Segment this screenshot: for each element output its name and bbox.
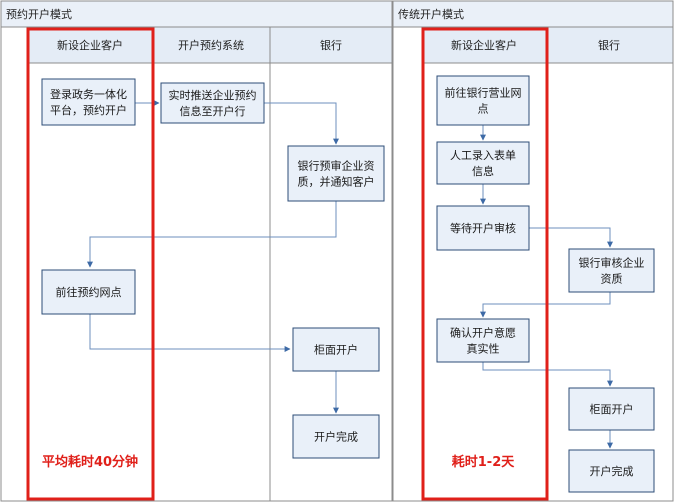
traditional-lane-bank: 银行 [598, 38, 620, 52]
appointment-step-bank-review-text: 银行预审企业资质，并通知客户 [298, 159, 375, 189]
appointment-customer-highlight [26, 27, 155, 501]
traditional-step-goto-bank-text: 前往银行营业网点 [445, 86, 522, 116]
traditional-step-counter: 柜面开户 [568, 387, 655, 431]
traditional-step-wait-review-text: 等待开户审核 [450, 221, 516, 235]
step-label-line: 银行预审企业资 [298, 159, 375, 173]
step-label-line: 登录政务一体化 [50, 87, 127, 101]
traditional-panel-title: 传统开户模式 [398, 7, 464, 21]
traditional-step-done: 开户完成 [568, 449, 655, 493]
step-label-line: 柜面开户 [314, 343, 358, 357]
step-label-line: 前往预约网点 [56, 285, 122, 299]
step-label-line: 前往银行营业网 [445, 86, 522, 100]
traditional-step-confirm: 确认开户意愿真实性 [436, 318, 530, 363]
traditional-step-bank-review: 银行审核企业资质 [568, 248, 655, 293]
traditional-panel-header [392, 0, 674, 28]
appointment-step-login-text: 登录政务一体化平台，预约开户 [50, 87, 127, 117]
traditional-step-counter-text: 柜面开户 [590, 402, 634, 416]
appointment-panel-title: 预约开户模式 [6, 7, 72, 21]
arrow-push-to-review [264, 102, 339, 145]
traditional-step-bank-review-text: 银行审核企业资质 [579, 256, 645, 286]
appointment-step-done-text: 开户完成 [314, 430, 358, 444]
traditional-step-wait-review: 等待开户审核 [436, 205, 530, 251]
appointment-step-counter: 柜面开户 [292, 327, 380, 372]
traditional-step-confirm-text: 确认开户意愿真实性 [450, 326, 516, 356]
appointment-step-bank-review: 银行预审企业资质，并通知客户 [287, 145, 385, 202]
appointment-panel-header [0, 0, 393, 28]
arrow-branch-to-counter [89, 314, 291, 352]
appointment-lane-customer: 新设企业客户 [57, 38, 123, 52]
arrow-review-to-branch [87, 201, 337, 268]
appointment-step-push: 实时推送企业预约信息至开户行 [160, 82, 265, 124]
appointment-lane-header-band [27, 26, 393, 64]
step-label-line: 质，并通知客户 [298, 175, 375, 189]
appointment-connectors [87, 100, 339, 414]
appointment-step-counter-text: 柜面开户 [314, 343, 358, 357]
step-label-line: 资质 [601, 273, 623, 286]
step-label-line: 真实性 [467, 342, 500, 356]
traditional-time-label: 耗时1-2天 [452, 454, 515, 470]
step-label-line: 信息至开户行 [180, 104, 246, 118]
traditional-step-manual-form: 人工录入表单信息 [436, 141, 530, 185]
step-label-line: 人工录入表单 [450, 148, 516, 162]
step-label-line: 确认开户意愿 [450, 326, 516, 340]
appointment-lane-bank: 银行 [320, 38, 342, 52]
appointment-step-goto-branch-text: 前往预约网点 [56, 285, 122, 299]
step-label-line: 等待开户审核 [450, 221, 516, 235]
step-label-line: 开户完成 [590, 464, 634, 478]
step-label-line: 柜面开户 [590, 402, 634, 416]
traditional-panel: 传统开户模式 新设企业客户 银行 前往银行营业网点 人工录入表单信息 [392, 0, 674, 502]
step-label-line: 开户完成 [314, 430, 358, 444]
traditional-lane-customer: 新设企业客户 [451, 38, 517, 52]
appointment-step-goto-branch: 前往预约网点 [41, 269, 136, 315]
traditional-step-done-text: 开户完成 [590, 464, 634, 478]
arrow-wait-to-review [529, 227, 613, 248]
step-label-line: 点 [478, 103, 489, 116]
step-label-line: 银行审核企业 [579, 256, 645, 270]
traditional-customer-highlight [421, 27, 549, 501]
appointment-lane-system: 开户预约系统 [178, 38, 244, 52]
appointment-step-login: 登录政务一体化平台，预约开户 [41, 78, 136, 126]
step-label-line: 平台，预约开户 [50, 103, 127, 117]
appointment-step-push-text: 实时推送企业预约信息至开户行 [169, 88, 257, 118]
appointment-panel: 预约开户模式 新设企业客户 开户预约系统 银行 登录政务一体化平台，预约开户 [0, 0, 393, 502]
step-label-line: 实时推送企业预约 [169, 88, 257, 102]
appointment-step-done: 开户完成 [292, 414, 380, 459]
appointment-time-label: 平均耗时40分钟 [42, 454, 138, 470]
traditional-step-manual-form-text: 人工录入表单信息 [450, 148, 516, 178]
traditional-step-goto-bank: 前往银行营业网点 [436, 75, 530, 126]
step-label-line: 信息 [472, 164, 494, 178]
